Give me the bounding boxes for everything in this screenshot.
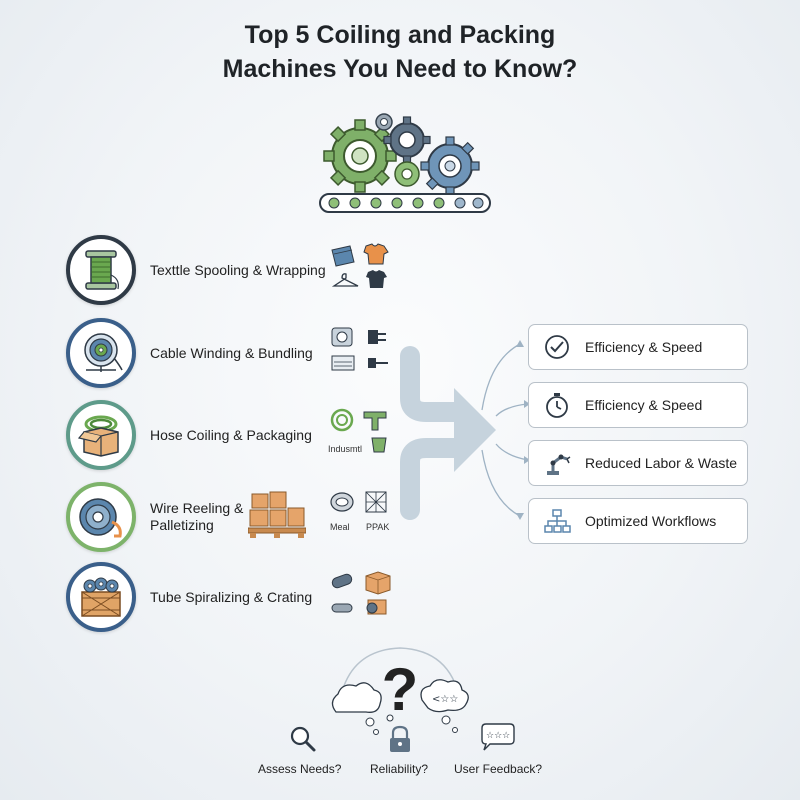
svg-text:?: ?: [382, 656, 419, 723]
question-mark-icon: ?: [382, 656, 419, 723]
gears-conveyor-icon: [310, 108, 500, 218]
magnifier-icon: [290, 726, 316, 752]
tshirt-icon: [363, 243, 389, 265]
hose-box-icon: [66, 400, 136, 470]
page-title: Top 5 Coiling and Packing Machines You N…: [0, 18, 800, 86]
thumb-caption-1: Meal: [330, 522, 350, 532]
chat-stars-icon: ☆☆☆: [481, 723, 515, 751]
textile-thumbnails: [328, 240, 392, 296]
hanger-icon: [331, 273, 359, 287]
shirt-icon: [366, 270, 387, 288]
questions-section: ? <☆☆ ☆☆☆ Assess Needs? Reliability? Use…: [250, 640, 560, 790]
benefit-efficiency-speed-2: Efficiency & Speed: [528, 382, 748, 428]
question-reliability: Reliability?: [370, 762, 429, 776]
robot-arm-icon: [529, 440, 585, 486]
benefit-reduced-labor: Reduced Labor & Waste: [528, 440, 748, 486]
benefit-efficiency-speed: Efficiency & Speed: [528, 324, 748, 370]
pallet-boxes-icon: [247, 490, 307, 540]
machine-label: Texttle Spooling & Wrapping: [150, 261, 326, 278]
thumb-caption-2: PPAK: [366, 522, 389, 532]
fabric-icon: [331, 245, 355, 267]
machine-item-wire: Wire Reeling & Palletizing: [66, 482, 396, 554]
benefit-label: Efficiency & Speed: [585, 397, 703, 413]
benefit-optimized-workflows: Optimized Workflows: [528, 498, 748, 544]
tube-icon: [331, 573, 353, 589]
machine-label-line1: Wire Reeling &: [150, 500, 244, 516]
svg-text:☆☆☆: ☆☆☆: [486, 731, 510, 741]
machine-item-textile: Texttle Spooling & Wrapping: [66, 235, 396, 307]
title-line-1: Top 5 Coiling and Packing: [244, 21, 556, 49]
flow-connector-arrow: [396, 320, 536, 550]
pipe-fitting-icon: [363, 411, 387, 431]
mesh-icon: [365, 491, 387, 513]
flowchart-icon: [529, 498, 585, 544]
machine-label: Tube Spiralizing & Crating: [150, 588, 313, 605]
tube-thumbnails: [328, 566, 392, 622]
lock-icon: [390, 725, 410, 752]
benefit-label: Reduced Labor & Waste: [585, 455, 738, 471]
machine-item-hose: Hose Coiling & Packaging: [66, 400, 396, 472]
hose-thumbnails: Indusmtl: [328, 404, 392, 460]
thread-spool-icon: [66, 235, 136, 305]
thought-cloud-left-icon: [331, 682, 382, 735]
plug-icon: [368, 330, 386, 344]
pipe-icon: [331, 603, 353, 613]
cable-roll-icon: [331, 327, 353, 347]
svg-text:<☆☆: <☆☆: [432, 694, 458, 705]
machine-label: Cable Winding & Bundling: [150, 344, 313, 361]
stopwatch-icon: [529, 382, 585, 428]
tube-crate-icon: [66, 562, 136, 632]
check-circle-icon: [529, 324, 585, 370]
machine-item-cable: Cable Winding & Bundling: [66, 318, 396, 390]
connector-icon: [368, 358, 388, 368]
thought-cloud-stars-icon: <☆☆: [420, 679, 469, 733]
wire-coil-icon: [330, 492, 354, 512]
machine-label: Hose Coiling & Packaging: [150, 426, 312, 443]
tube-roll-icon: [366, 599, 387, 615]
box-icon: [365, 571, 391, 595]
benefit-label: Efficiency & Speed: [585, 339, 703, 355]
hose-icon: [330, 408, 354, 432]
machine-item-tube: Tube Spiralizing & Crating: [66, 562, 396, 634]
cable-thumbnails: [328, 322, 392, 378]
title-line-2: Machines You Need to Know?: [222, 55, 578, 83]
cable-reel-icon: [66, 318, 136, 388]
wire-thumbnails: Meal PPAK: [328, 486, 392, 542]
question-user-feedback: User Feedback?: [454, 762, 543, 776]
cable-bundle-icon: [331, 355, 355, 371]
machine-label-line2: Palletizing: [150, 517, 214, 533]
question-assess-needs: Assess Needs?: [258, 762, 342, 776]
thumb-caption: Indusmtl: [328, 444, 362, 454]
benefit-label: Optimized Workflows: [585, 513, 717, 529]
bucket-icon: [371, 437, 387, 453]
wire-reel-icon: [66, 482, 136, 552]
